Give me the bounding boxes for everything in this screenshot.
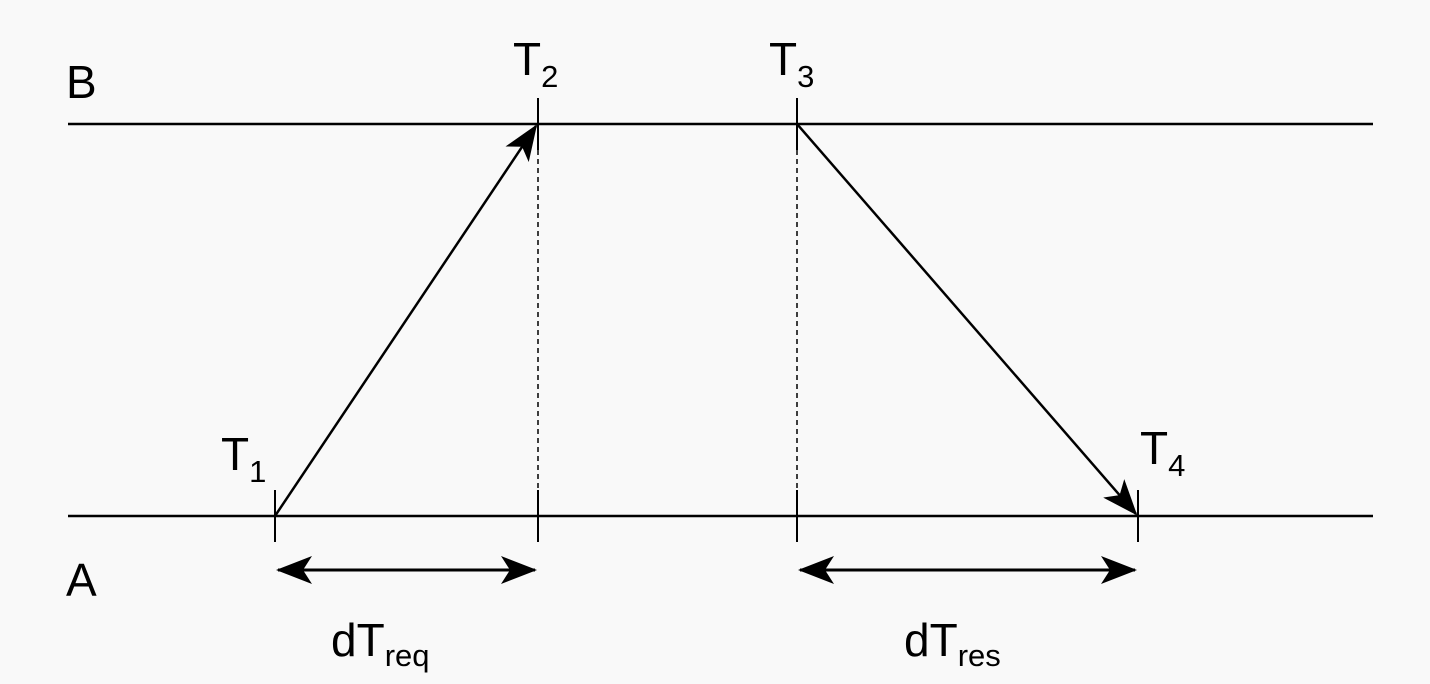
dt-res-label-sub: res <box>958 638 1001 673</box>
t3-label-sub: 3 <box>797 59 814 94</box>
t4-label-base: T <box>1140 422 1168 474</box>
t3-label: T3 <box>769 33 814 94</box>
t4-label: T4 <box>1140 422 1185 483</box>
dt-res-label: dTres <box>904 614 1001 673</box>
t2-label-base: T <box>513 33 541 85</box>
response-arrow <box>796 123 1138 516</box>
t1-label: T1 <box>221 428 266 489</box>
dt-res-label-base: dT <box>904 614 958 666</box>
dt-req-label-base: dT <box>331 614 385 666</box>
t3-label-base: T <box>769 33 797 85</box>
timeline-a-label: A <box>66 554 97 606</box>
t1-label-base: T <box>221 428 249 480</box>
dt-req-label-sub: req <box>385 638 430 673</box>
request-arrow <box>273 124 538 517</box>
t2-label: T2 <box>513 33 558 94</box>
t4-label-sub: 4 <box>1168 448 1185 483</box>
t1-label-sub: 1 <box>249 454 266 489</box>
dt-req-label: dTreq <box>331 614 430 673</box>
timeline-b-label: B <box>66 56 97 108</box>
t2-label-sub: 2 <box>541 59 558 94</box>
